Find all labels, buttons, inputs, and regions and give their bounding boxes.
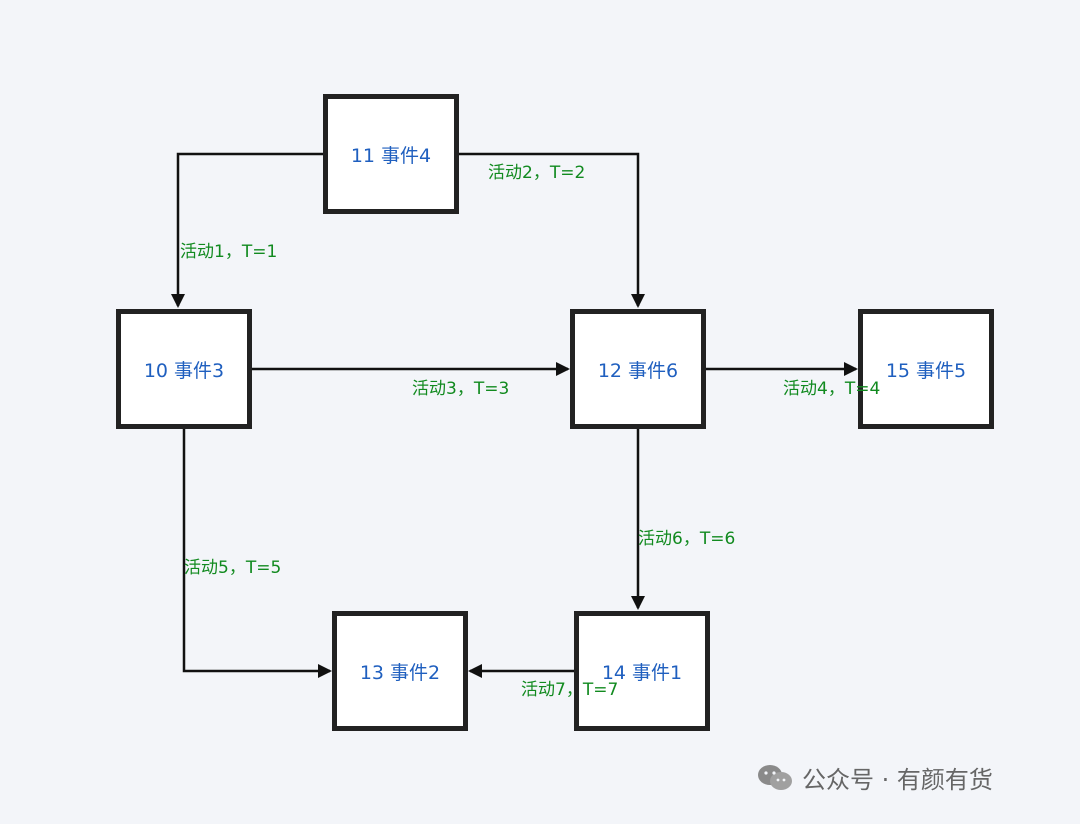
node-14-event1: 14 事件1 [574,611,710,731]
edge-a2 [458,152,645,308]
node-11-event4: 11 事件4 [323,94,459,214]
edge-label-a4: 活动4，T=4 [783,379,881,399]
wechat-icon [758,764,792,790]
edge-label-a3: 活动3，T=3 [412,379,510,399]
edge-label-a1: 活动1，T=1 [180,242,278,262]
node-13-event2: 13 事件2 [332,611,468,731]
watermark-text: 公众号 · 有颜有货 [802,766,993,794]
node-12-event6: 12 事件6 [570,309,706,429]
node-label: 13 事件2 [359,661,441,684]
node-label: 10 事件3 [143,359,225,382]
edge-label-a6: 活动6，T=6 [638,529,736,549]
edge-a1 [171,152,323,308]
edge-label-a5: 活动5，T=5 [184,558,282,578]
watermark: 公众号 · 有颜有货 [756,760,993,795]
node-label: 12 事件6 [597,359,679,382]
edge-label-a2: 活动2，T=2 [488,163,586,183]
node-label: 11 事件4 [350,144,432,167]
edge-label-a7: 活动7，T=7 [521,680,619,700]
node-10-event3: 10 事件3 [116,309,252,429]
node-15-event5: 15 事件5 [858,309,994,429]
edge-a5 [182,429,332,678]
node-label: 15 事件5 [885,359,967,382]
node-label: 14 事件1 [601,661,683,684]
